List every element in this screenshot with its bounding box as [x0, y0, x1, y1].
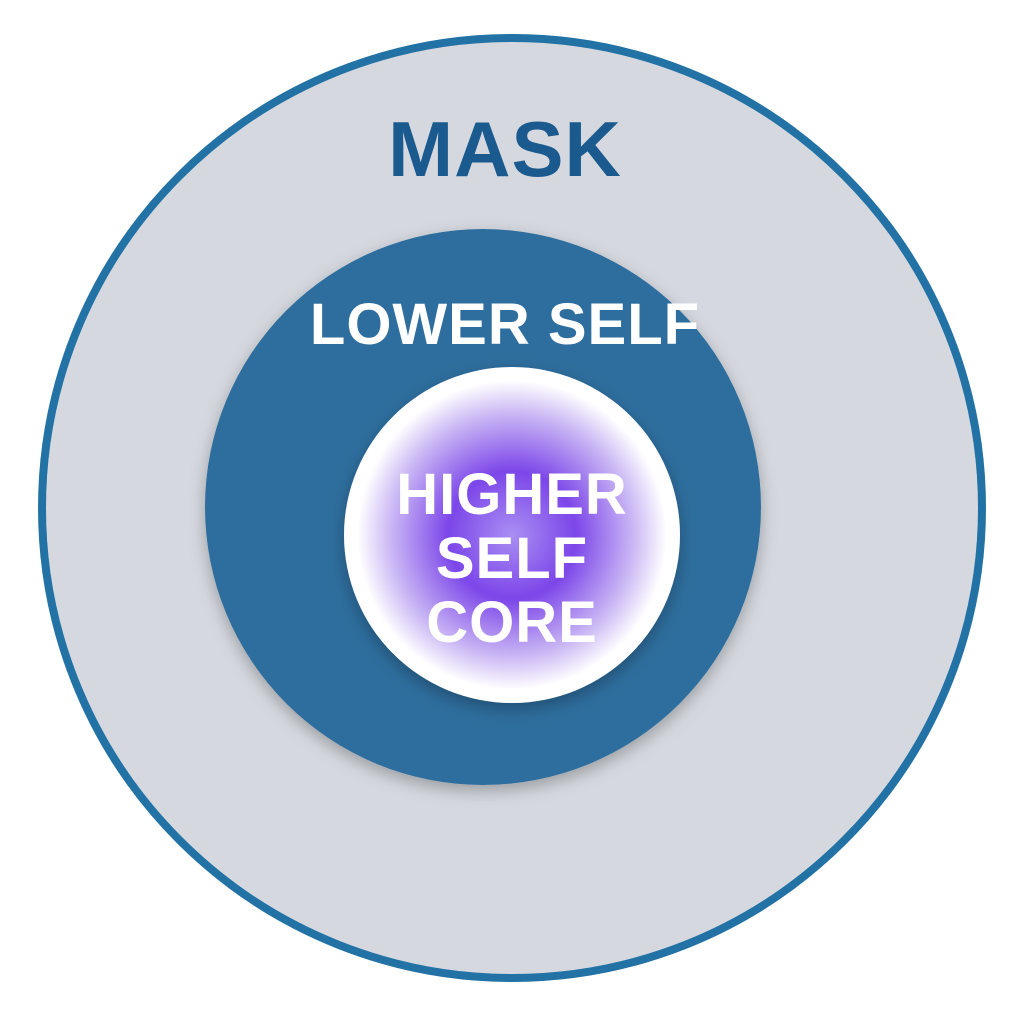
mask-label: MASK: [388, 105, 622, 193]
higher-self-core-label-line3: CORE: [426, 590, 598, 655]
higher-self-core-circle: [344, 367, 680, 703]
higher-self-core-label-line2: SELF: [436, 526, 588, 591]
higher-self-core-label-line1: HIGHER: [396, 462, 628, 527]
lower-self-label: LOWER SELF: [310, 292, 700, 357]
